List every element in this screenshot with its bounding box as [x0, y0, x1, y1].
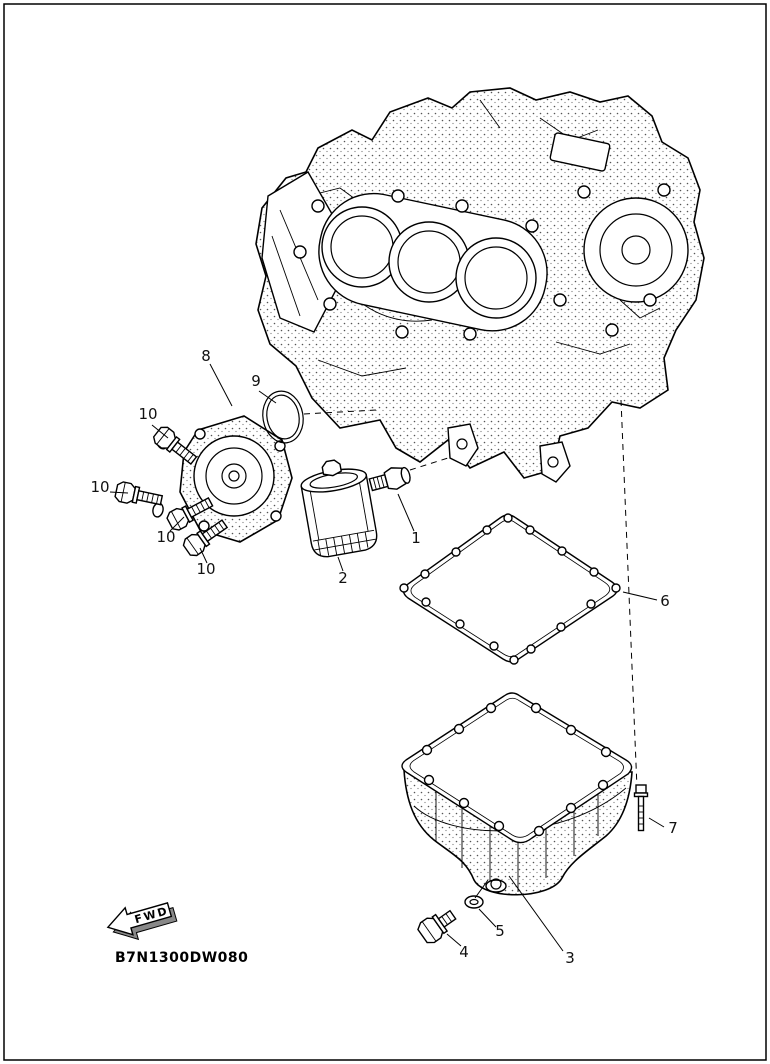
- callout-9[interactable]: 9: [251, 372, 261, 390]
- o-ring: [262, 390, 304, 444]
- engine-mount-lugs: [447, 423, 571, 483]
- leader-lines: [109, 363, 665, 952]
- union-assembly-line: [409, 457, 449, 471]
- callout-3[interactable]: 3: [565, 949, 575, 967]
- union-bolt: [368, 466, 411, 492]
- cylinder-bores: [321, 206, 537, 319]
- callout-5[interactable]: 5: [495, 922, 505, 940]
- callout-10-2[interactable]: 10: [90, 478, 109, 496]
- oil-filter: [300, 459, 378, 558]
- clutch-housing: [583, 197, 689, 303]
- callout-10-3[interactable]: 10: [156, 528, 175, 546]
- oil-pan: [401, 692, 633, 896]
- callout-8[interactable]: 8: [201, 347, 211, 365]
- fwd-arrow-face: [106, 902, 173, 936]
- engine-block: [255, 87, 705, 483]
- drain-boss: [485, 879, 507, 893]
- pan-bolt: [633, 784, 649, 832]
- callout-4[interactable]: 4: [459, 943, 469, 961]
- callout-10-4[interactable]: 10: [196, 560, 215, 578]
- gasket-bolt-holes: [399, 513, 621, 665]
- bolt-bosses: [293, 183, 671, 341]
- callout-10-1[interactable]: 10: [138, 405, 157, 423]
- callout-2[interactable]: 2: [338, 569, 348, 587]
- oring-assembly-line: [303, 409, 377, 415]
- callout-6[interactable]: 6: [660, 592, 670, 610]
- drain-washer: [464, 895, 484, 909]
- pan-bolt-assembly-line: [620, 399, 638, 789]
- callout-7[interactable]: 7: [668, 819, 678, 837]
- filter-nut: [321, 459, 342, 477]
- fwd-arrow: FWD: [106, 902, 178, 941]
- pan-bolt-holes: [421, 702, 612, 837]
- page-border: [3, 3, 767, 1061]
- diagram-code: B7N1300DW080: [115, 950, 248, 966]
- oil-cooler-assembly: [152, 415, 293, 543]
- drain-bolt: [417, 909, 457, 944]
- callout-1[interactable]: 1: [411, 529, 421, 547]
- oil-pan-gasket: [399, 513, 621, 665]
- crankcase-opening: [549, 132, 611, 172]
